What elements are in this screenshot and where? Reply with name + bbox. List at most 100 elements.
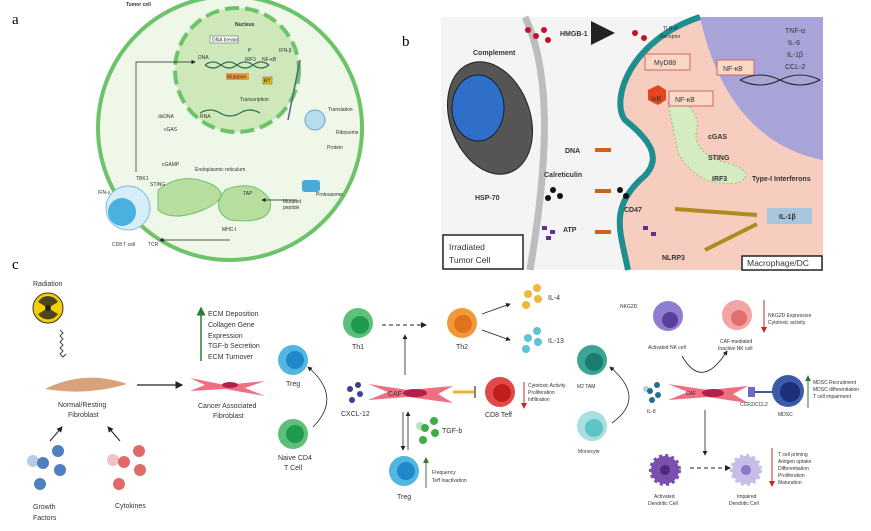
label-nfkb-cyto: NF-κB — [675, 97, 695, 104]
naive-cd4-cell — [278, 419, 308, 449]
hmgb1-molecules — [525, 27, 647, 43]
label-tap: TAP — [243, 191, 253, 197]
tumor-nucleus — [451, 74, 505, 142]
label-mutated-peptide-2: peptide — [283, 205, 300, 211]
cxcl12-molecules — [347, 382, 363, 403]
cd8-effect: Proliferation — [528, 390, 555, 396]
tumor-cell-membrane-b — [521, 15, 548, 271]
label-normal-fibro-2: Fibroblast — [68, 412, 99, 419]
label-dna-breaks: DNA breaks — [212, 38, 239, 44]
arrow-irf3-to-dna — [135, 59, 196, 172]
label-il1b-list: IL-1β — [787, 52, 803, 59]
growth-factor-molecules — [27, 445, 66, 490]
calreticulin-molecules — [545, 187, 629, 201]
label-tbk1: TBK1 — [136, 176, 149, 182]
label-nk-inactive-1: CAF-mediated — [720, 339, 752, 345]
label-dna: DNA — [198, 55, 209, 61]
label-nfkb: NF-κB — [262, 57, 277, 63]
label-dc-active-2: Dendritic Cell — [648, 501, 678, 507]
dc-effect: Proliferation — [778, 473, 805, 479]
panel-a: Tumor cell Nucleus DNA breaks DNA IRF3 N… — [96, 0, 364, 262]
m2-tam-cell — [577, 345, 607, 375]
label-il4: IL-4 — [548, 295, 560, 302]
label-tcr: TCR — [148, 242, 159, 248]
dc-effect: Maturation — [778, 480, 802, 486]
cd8-effect: Cytotoxic Activity — [528, 383, 566, 389]
label-il8: IL-8 — [647, 409, 656, 415]
label-ifng: IFN-γ — [98, 190, 111, 196]
macrophage-dna — [739, 74, 821, 86]
label-tlr4: TLR-4 — [663, 26, 677, 32]
macrophage-nucleus — [700, 17, 823, 160]
ecm-item: Expression — [208, 333, 243, 340]
label-treg: Treg — [286, 381, 300, 388]
label-rna: RNA — [200, 114, 211, 120]
il13-molecules — [522, 327, 542, 353]
label-il13: IL-13 — [548, 338, 564, 345]
label-caf-right: CAF — [686, 391, 696, 397]
label-tumor-cell-b: Tumor Cell — [449, 255, 490, 265]
panel-label-c: c — [12, 257, 19, 273]
panel-label-b: b — [402, 34, 410, 50]
label-mutated-peptide-1: Mutated — [283, 199, 301, 205]
label-p: P — [248, 48, 252, 54]
treg-cell — [278, 345, 308, 375]
label-cd47: CD47 — [624, 207, 642, 214]
label-mutation: Mutation — [227, 75, 246, 81]
label-dc-active-1: Activated — [654, 494, 675, 500]
label-transcription: Transcription — [240, 97, 269, 103]
nk-effect: NKG2D Expression — [768, 313, 812, 319]
label-m2-tam: M2 TAM — [577, 384, 595, 390]
label-il6: IL-6 — [788, 40, 800, 47]
activated-nk-cell — [653, 301, 683, 331]
label-naive-1: Naive CD4 — [278, 455, 312, 462]
panel-c: Radiation Normal/Resting Fibroblast Grow… — [27, 281, 859, 522]
label-nk-inactive-2: Inactive NK cell — [718, 346, 752, 352]
inactive-nk-cell — [722, 300, 752, 330]
label-nfkb-nuclear: NF-κB — [723, 66, 743, 73]
label-caf-2: Fibroblast — [213, 413, 244, 420]
label-irf3-b: IRF3 — [712, 176, 727, 183]
label-th2: Th2 — [456, 344, 468, 351]
label-ikb: IκB — [651, 96, 661, 103]
ecm-item: ECM Deposition — [208, 311, 259, 318]
label-hmgb1: HMGB-1 — [560, 31, 588, 38]
ecm-item: ECM Turnover — [208, 354, 254, 361]
label-treg-bottom: Treg — [397, 494, 411, 501]
label-tnfa: TNF-α — [785, 28, 805, 35]
macrophage-membrane — [616, 14, 701, 271]
label-calreticulin: Calreticulin — [544, 172, 582, 179]
label-ccl2: CCL-2 — [785, 64, 805, 71]
rna-strand — [199, 109, 261, 117]
label-cxcl12: CXCL-12 — [341, 411, 370, 418]
label-dc-impaired-1: Impaired — [737, 494, 757, 500]
er-membrane — [667, 100, 747, 185]
label-cd8-teff: CD8 Teff — [485, 412, 512, 419]
label-radiation: Radiation — [33, 281, 63, 288]
label-tumor-cell: Tumor cell — [126, 2, 152, 8]
normal-fibroblast — [45, 377, 127, 392]
proteasome — [302, 180, 320, 192]
arrows-to-il1b — [674, 207, 758, 252]
endoplasmic-reticulum — [157, 178, 271, 222]
label-rt: RT — [264, 79, 271, 85]
macrophage-box — [741, 255, 823, 271]
atp-molecules — [542, 226, 656, 240]
label-cgas-b: cGAS — [708, 134, 727, 141]
tumor-cell-box — [442, 234, 524, 270]
label-growth: Growth — [33, 504, 56, 511]
cd8-nucleus — [108, 198, 136, 226]
label-cytokines: Cytokines — [115, 503, 146, 510]
label-dna-b: DNA — [565, 148, 580, 155]
dna-helix — [204, 61, 270, 69]
monocyte-cell — [577, 411, 607, 441]
label-nk-active: Activated NK cell — [648, 345, 686, 351]
il1b-box — [767, 208, 812, 224]
label-cgas: cGAS — [164, 127, 178, 133]
ribosome — [304, 109, 326, 131]
cd8-effect: Infiltration — [528, 397, 550, 403]
label-myd88: MyD88 — [654, 60, 676, 67]
tgfb-molecules — [416, 417, 439, 444]
label-complement: Complement — [473, 50, 516, 57]
